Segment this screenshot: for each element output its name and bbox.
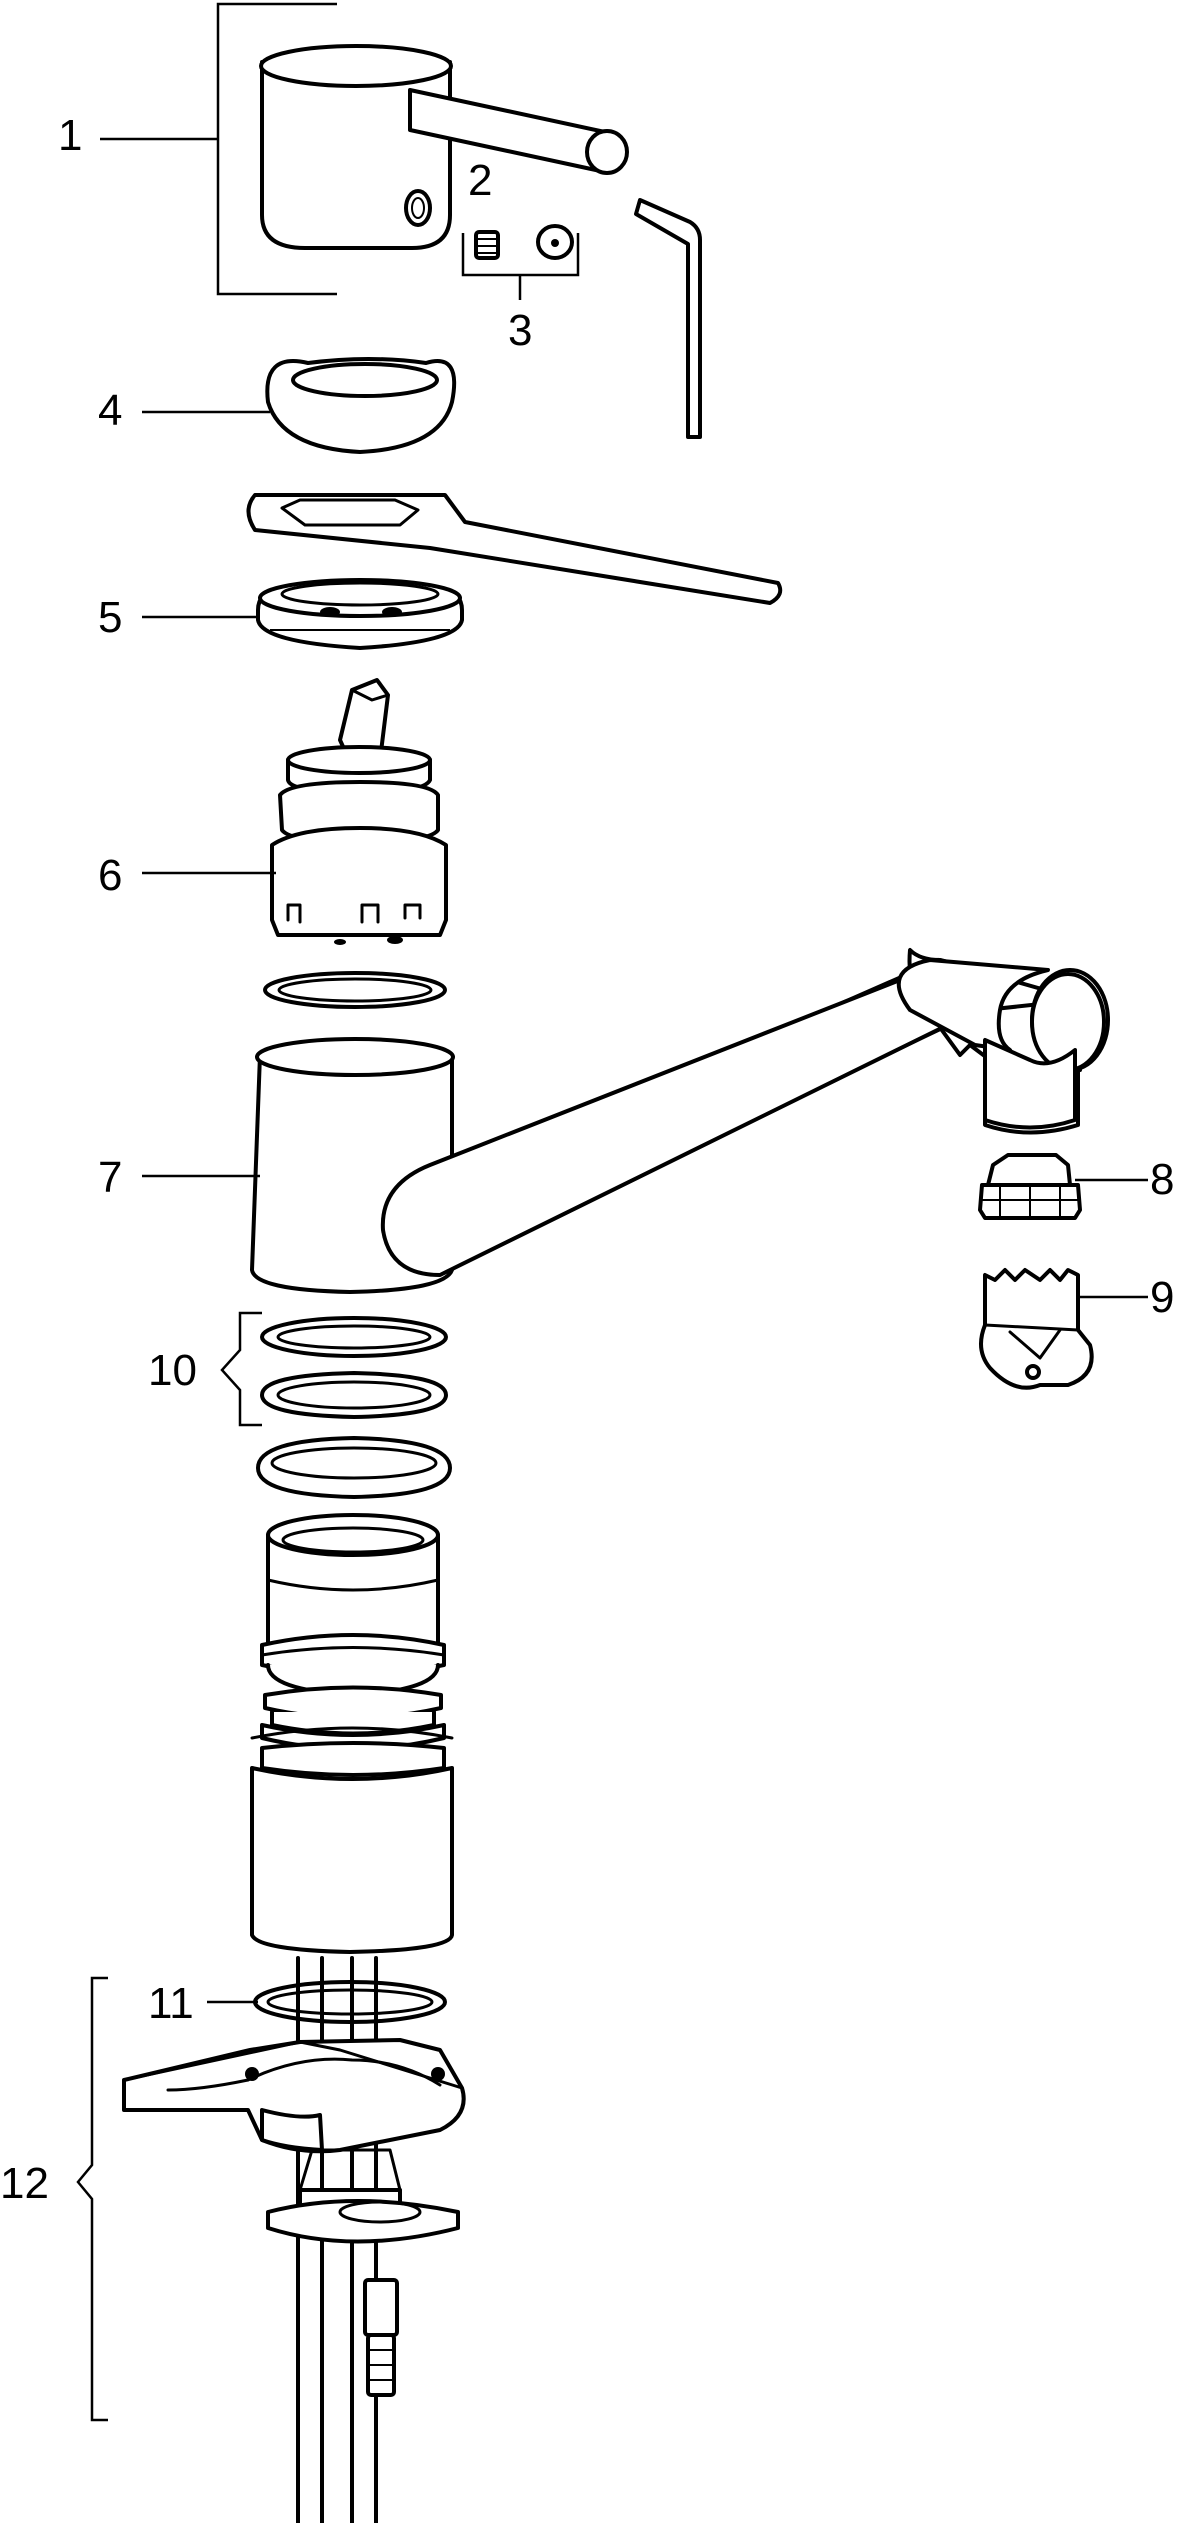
mounting-shank — [250, 1513, 454, 1954]
part-3-cap-plug — [536, 224, 574, 260]
callout-10: 10 — [148, 1346, 197, 1395]
callout-12: 12 — [0, 2159, 49, 2208]
part-3-bracket — [461, 233, 580, 300]
part-5-threaded-nut — [256, 578, 464, 650]
part-7-spout-body — [250, 948, 1110, 1294]
part-4-cover-cap — [265, 357, 457, 454]
callout-4: 4 — [98, 386, 122, 435]
part-10-bracket — [220, 1311, 262, 1427]
part-8-aerator-insert — [978, 1153, 1082, 1220]
part-12-fixing-set — [122, 1956, 466, 2523]
callout-6: 6 — [98, 851, 122, 900]
callout-2: 2 — [468, 156, 492, 205]
callout-8: 8 — [1150, 1155, 1174, 1204]
part-1-bracket — [100, 2, 337, 296]
callout-7: 7 — [98, 1153, 122, 1202]
seal-ring-lower — [256, 1436, 452, 1499]
part-12-bracket — [76, 1976, 108, 2422]
callout-9: 9 — [1150, 1273, 1174, 1322]
allen-key-tool — [634, 198, 702, 439]
part-2-set-screw — [474, 230, 500, 260]
callout-11: 11 — [148, 1979, 194, 2028]
part-10-seal-rings — [260, 1316, 448, 1419]
callout-3: 3 — [508, 306, 532, 355]
callout-5: 5 — [98, 593, 122, 642]
part-1-lever-handle — [259, 44, 629, 250]
part-6-cartridge — [270, 678, 448, 945]
o-ring-upper — [263, 971, 447, 1009]
part-9-aerator-housing — [979, 1268, 1094, 1390]
callout-1: 1 — [58, 111, 82, 160]
wrench-tool — [246, 493, 783, 605]
